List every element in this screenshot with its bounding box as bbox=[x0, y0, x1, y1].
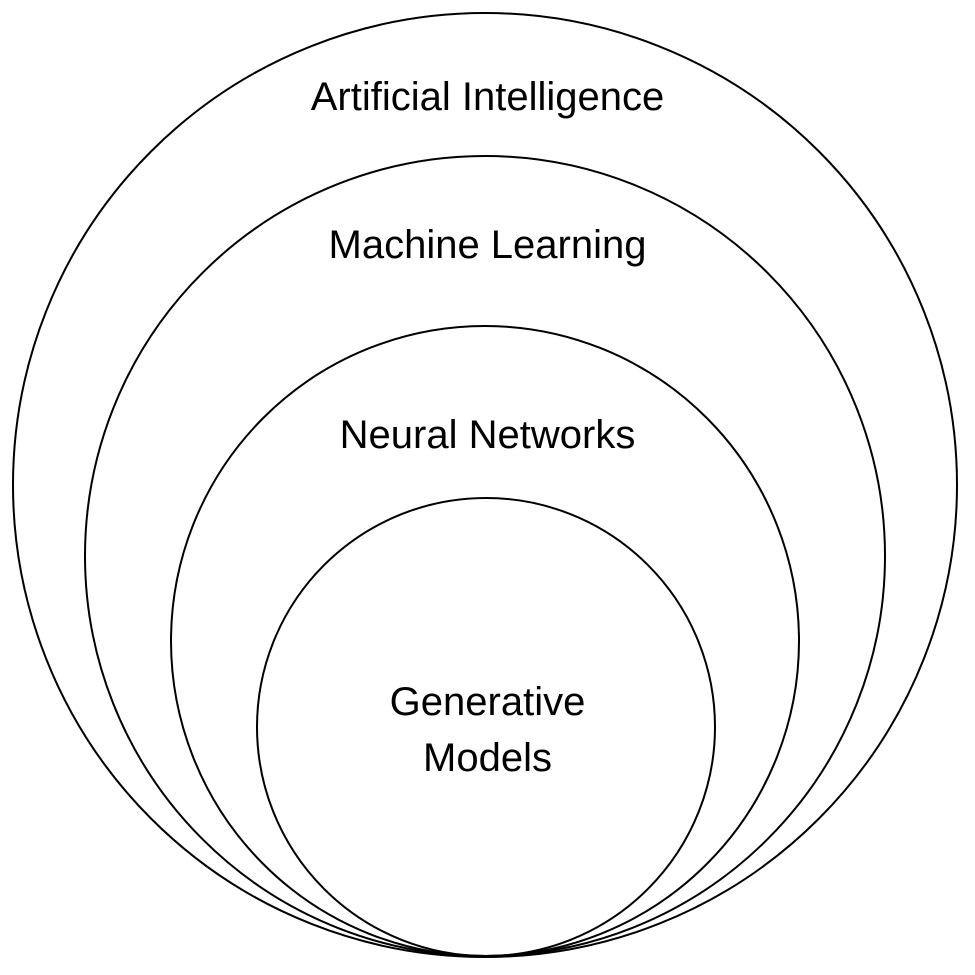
label-neural-networks: Neural Networks bbox=[339, 413, 636, 457]
circle-generative-models bbox=[256, 497, 716, 957]
circle-artificial-intelligence bbox=[12, 12, 958, 958]
label-generative-line: Generative bbox=[389, 680, 586, 724]
label-artificial-intelligence: Artificial Intelligence bbox=[310, 75, 665, 119]
label-generative-models: Generative Models bbox=[0, 674, 975, 786]
label-machine-learning: Machine Learning bbox=[328, 223, 647, 267]
circle-machine-learning bbox=[84, 155, 886, 957]
label-models-line: Models bbox=[423, 736, 552, 780]
